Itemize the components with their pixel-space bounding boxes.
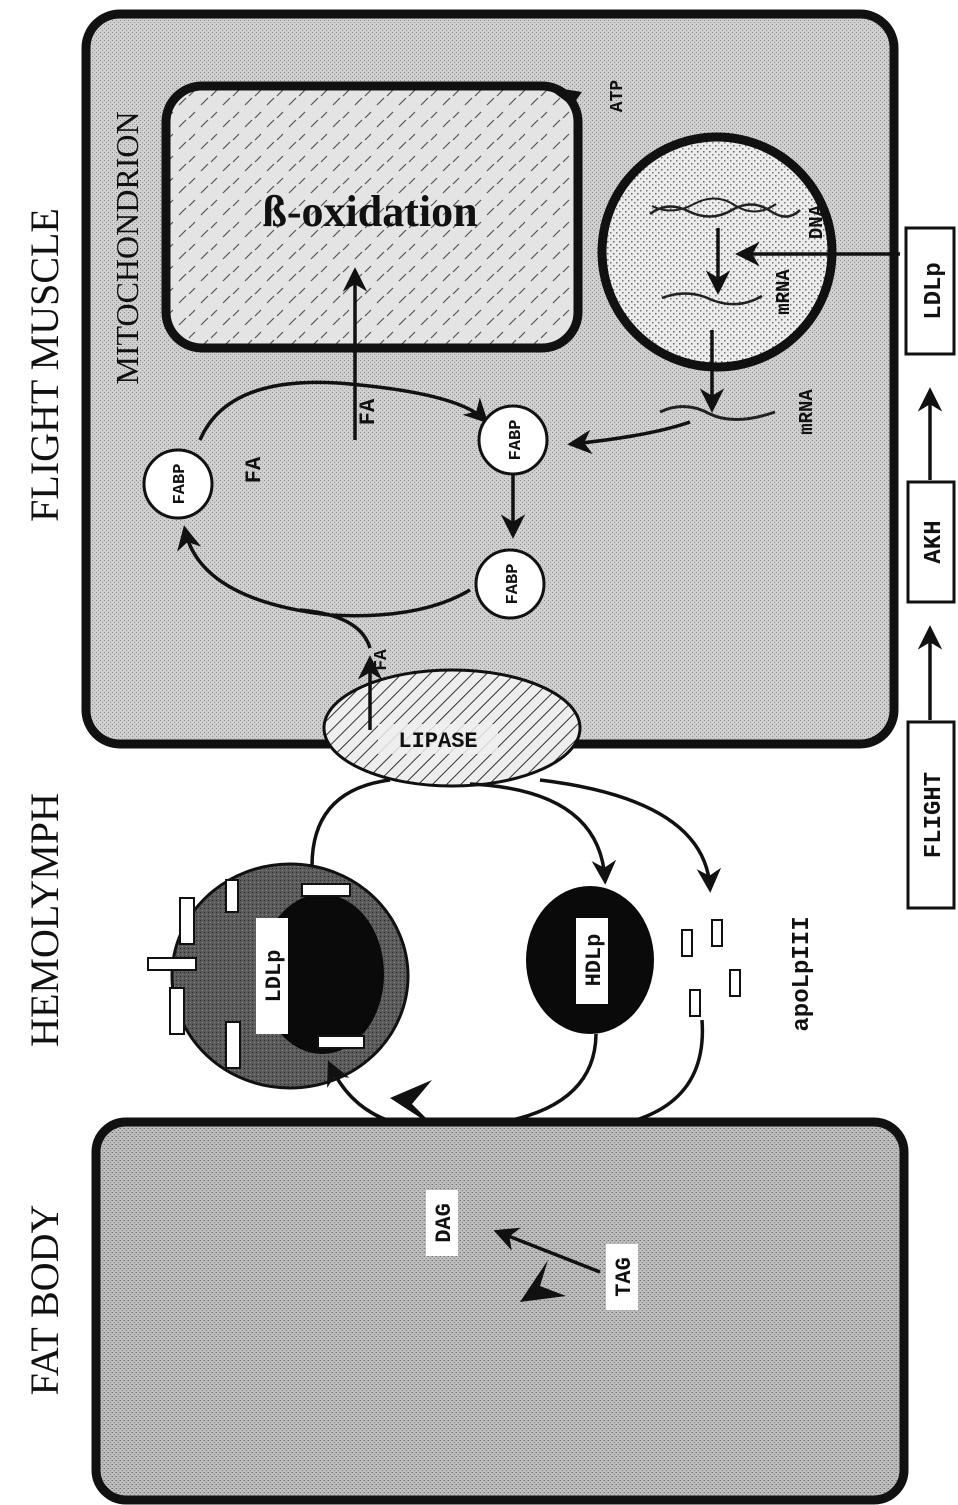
heading-flight-muscle: FLIGHT MUSCLE — [22, 208, 67, 522]
fa-label-mid: FA — [242, 456, 267, 483]
beta-oxidation-label: ß-oxidation — [262, 187, 477, 236]
dna-label: DNA — [806, 204, 828, 239]
fa-label-top: FA — [356, 398, 381, 425]
lipase-label: LIPASE — [398, 729, 477, 754]
hdlp-label: HDLp — [582, 934, 607, 987]
dag-label: DAG — [432, 1203, 457, 1243]
ldlp-to-lipase-arc — [312, 780, 390, 866]
fabp-label-1: FABP — [171, 464, 190, 505]
ldlp-particle-label: LDLp — [262, 950, 287, 1003]
heading-hemolymph: HEMOLYMPH — [22, 793, 67, 1047]
cytoplasmic-mrna-label: mRNA — [796, 389, 818, 435]
fabp-label-2: FABP — [507, 420, 526, 461]
akh-label: AKH — [921, 520, 948, 563]
apolpiii-label: apoLpIII — [789, 916, 816, 1031]
lipase-to-apolpiii-arrow — [540, 780, 710, 888]
fat-body-cell — [96, 1122, 904, 1500]
lipase-to-hdlp-arrow — [470, 784, 605, 880]
apolpiii-return-arc — [440, 1020, 702, 1130]
fabp-label-3: FABP — [504, 564, 523, 605]
fa-label-lipase: FA — [372, 649, 392, 671]
nuclear-mrna-label: mRNA — [773, 269, 795, 315]
free-apolpiii-bars — [682, 920, 740, 1016]
heading-fat-body: FAT BODY — [22, 1205, 67, 1396]
atp-label: ATP — [608, 80, 628, 113]
mitochondrion-label: MITOCHONDRION — [109, 111, 145, 384]
ldlp-signal-label: LDLp — [921, 262, 948, 320]
tag-label: TAG — [612, 1257, 637, 1297]
flight-label: FLIGHT — [921, 772, 948, 858]
